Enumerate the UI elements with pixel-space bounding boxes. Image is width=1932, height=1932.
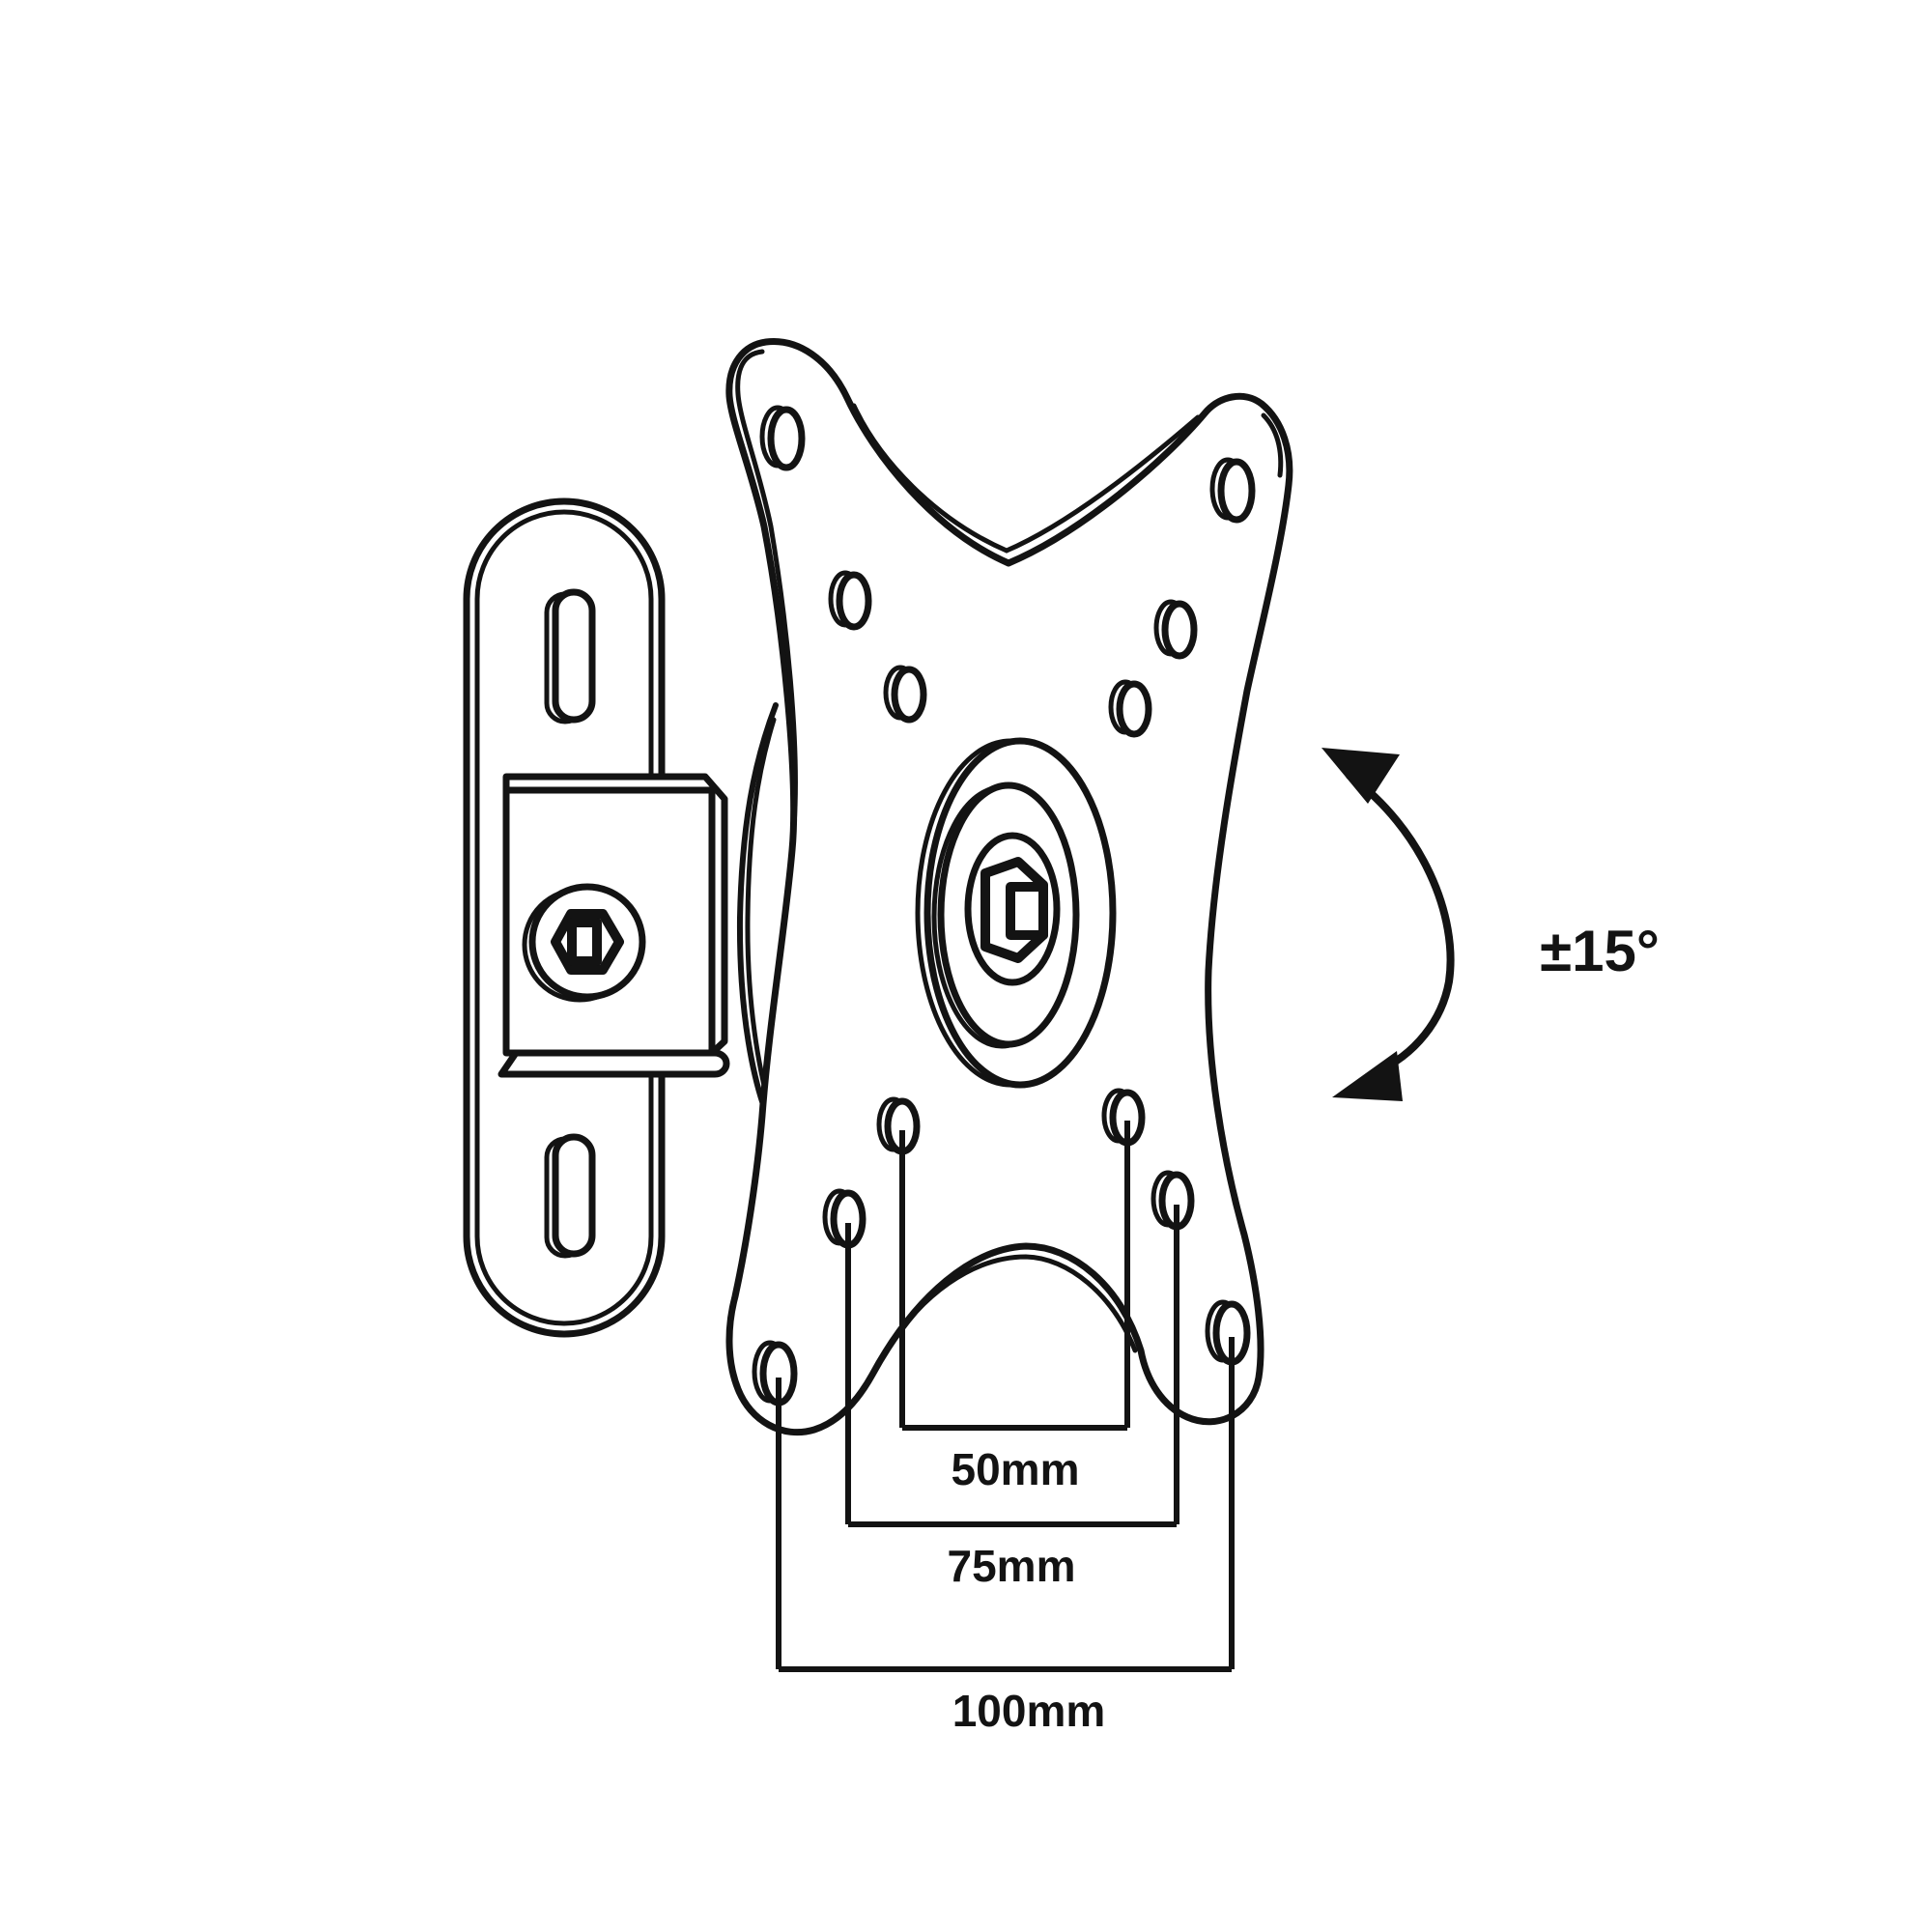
dimension-100mm-label: 100mm (952, 1686, 1106, 1736)
mount-holes (752, 405, 1256, 1406)
dimension-75mm-lines (845, 1205, 1179, 1527)
clamp-block (497, 773, 730, 1078)
wall-bracket-inner-edge (474, 509, 654, 1326)
hole-top-right (1217, 458, 1256, 524)
clamp-screw-socket-notch (567, 918, 602, 966)
dimension-100mm: 100mm (776, 1337, 1235, 1736)
pivot-joint (736, 702, 779, 1125)
tilt-indicator: ±15° (1321, 748, 1660, 1101)
pivot-joint-edge (736, 702, 779, 1125)
plate-thickness-bottom-arch (875, 1254, 1138, 1367)
plate-thickness-saddle (851, 403, 1201, 554)
plate-thickness-right-lobe (1261, 412, 1284, 478)
hub-socket-notch (1006, 882, 1048, 940)
dimension-50mm-label: 50mm (952, 1444, 1080, 1494)
tilt-arc (1346, 772, 1455, 1076)
dimension-75mm-label: 75mm (948, 1541, 1076, 1591)
dimension-50mm: 50mm (899, 1121, 1130, 1494)
pivot-hub (915, 737, 1117, 1089)
dimension-50mm-lines (899, 1121, 1130, 1431)
hole-75-top-right (1161, 600, 1198, 660)
tilt-arrowhead-down-icon (1332, 1051, 1403, 1101)
vesa-plate (725, 338, 1293, 1436)
hole-75-top-left (836, 571, 872, 631)
hole-top-left (767, 406, 806, 471)
dimension-100mm-lines (776, 1337, 1235, 1672)
clamp-block-bottom-lip (497, 1049, 730, 1078)
tilt-arrowhead-up-icon (1321, 748, 1400, 804)
pivot-joint-inner-edge (745, 717, 777, 1114)
hole-50-top-left (891, 666, 927, 724)
plate-thickness-left-edge (735, 349, 798, 829)
wall-slot-bottom (552, 1133, 596, 1258)
tilt-angle-label: ±15° (1540, 919, 1660, 983)
hole-50-top-right (1116, 680, 1152, 738)
wall-slot-top (552, 588, 596, 724)
dimension-75mm: 75mm (845, 1205, 1179, 1591)
